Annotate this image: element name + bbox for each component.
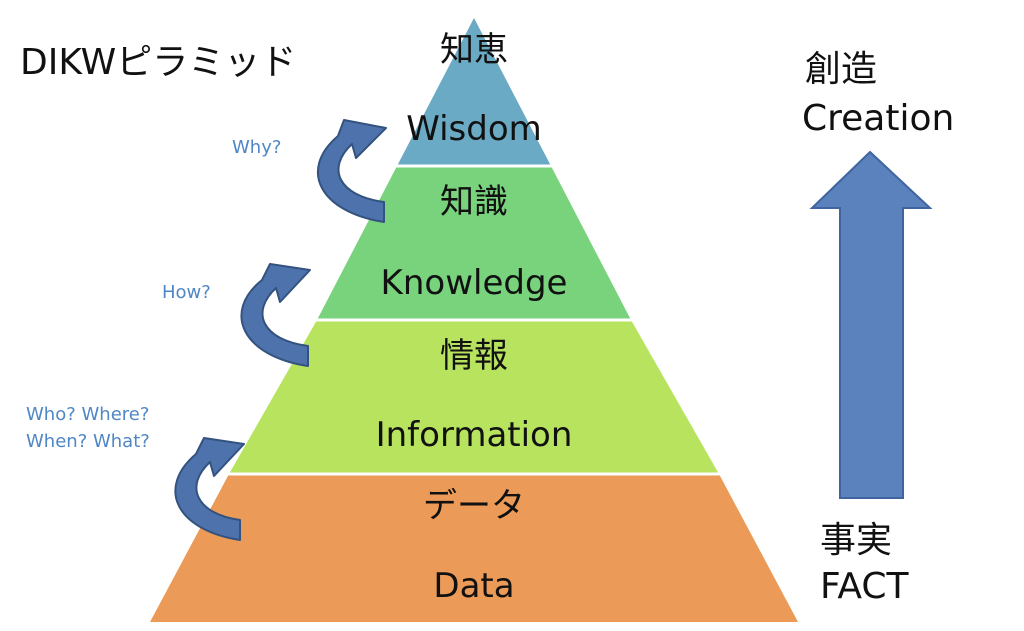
data-ja-label: データ: [423, 486, 525, 526]
knowledge-ja-label: 知識: [440, 182, 508, 222]
who-where-label: Who? Where?: [26, 404, 149, 425]
when-what-label: When? What?: [26, 431, 150, 452]
data-en-label: Data: [433, 566, 514, 606]
information-ja-label: 情報: [440, 336, 508, 376]
wisdom-ja-label: 知恵: [440, 30, 508, 70]
layer-information: [229, 320, 719, 474]
diagram-title: DIKWピラミッド: [20, 42, 296, 83]
why-label: Why?: [232, 137, 281, 158]
information-en-label: Information: [376, 415, 573, 455]
curved-arrow-what: [174, 437, 245, 541]
wisdom-en-label: Wisdom: [406, 109, 542, 149]
fact-ja-label: 事実: [820, 520, 892, 561]
pyramid: [150, 18, 798, 622]
fact-en-label: FACT: [820, 566, 910, 607]
layer-knowledge: [317, 166, 631, 320]
curved-arrow-why: [317, 119, 387, 223]
layer-data: [150, 474, 798, 622]
creation-en-label: Creation: [802, 98, 954, 139]
knowledge-en-label: Knowledge: [381, 263, 568, 303]
how-label: How?: [162, 282, 211, 303]
upward-arrow: [809, 150, 933, 499]
curved-arrow-how: [240, 263, 311, 367]
creation-ja-label: 創造: [805, 49, 877, 90]
layer-wisdom: [397, 18, 551, 166]
